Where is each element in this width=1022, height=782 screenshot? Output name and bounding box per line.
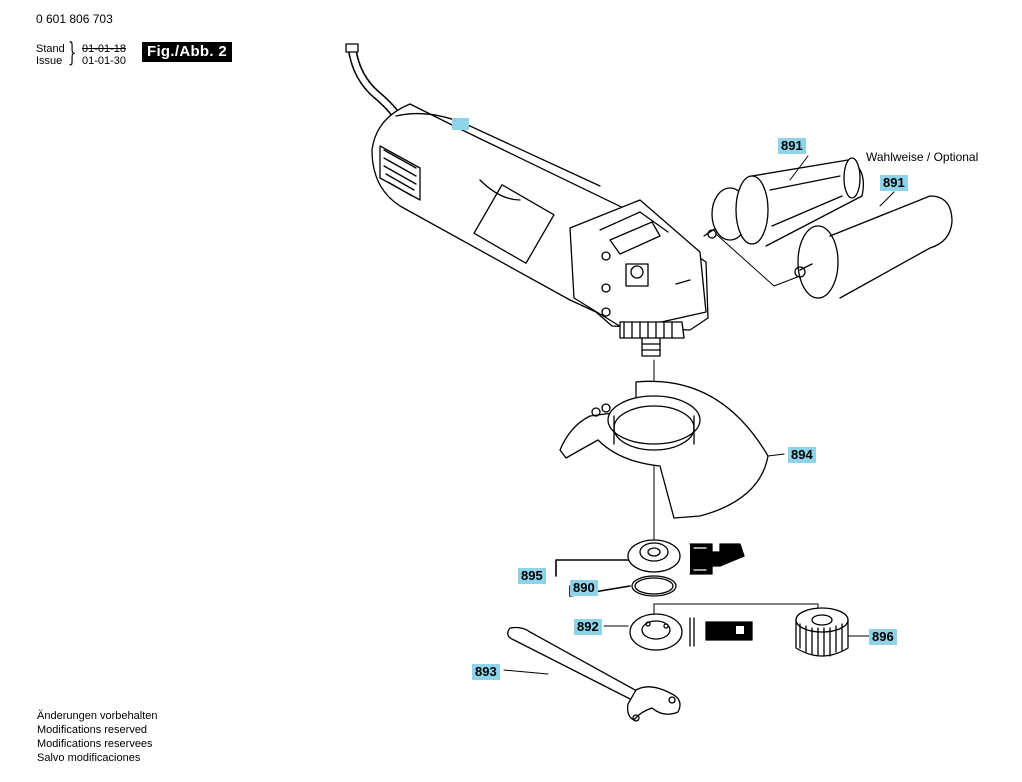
angle-grinder-body [371,103,709,357]
side-handle-a [703,157,865,247]
document-number: 0 601 806 703 [36,12,113,26]
nut-orientation-icon [689,617,753,647]
footer-line-es: Salvo modificaciones [37,752,141,764]
issue-date: 01-01-30 [82,55,127,67]
callout-894-guard: 894 [788,447,816,463]
footer-notice: Änderungen vorbehalten Modifications res… [37,709,157,765]
stand-date: 01-01-18 [82,43,127,55]
brace-glyph: } [68,38,77,68]
wheel-guard [559,380,785,519]
callout-891-handle-a: 891 [778,138,806,154]
callout-896-quick-nut: 896 [869,629,897,645]
stand-label: Stand [36,43,65,55]
stand-issue-labels: Stand Issue [36,43,65,67]
stand-issue-dates: 01-01-18 01-01-30 [82,43,126,67]
callout-891-handle-b: 891 [880,175,908,191]
callout-892-clamp-nut: 892 [574,619,602,635]
side-handle-b [794,195,953,299]
o-ring [631,575,677,597]
callout-890-o-ring: 890 [570,580,598,596]
quick-clamp-nut [795,607,849,657]
issue-label: Issue [36,55,63,67]
figure-label: Fig./Abb. 2 [142,42,232,62]
callout-895-flange: 895 [518,568,546,584]
spanner-wrench [507,626,681,722]
optional-note: Wahlweise / Optional [866,150,979,164]
backing-flange [627,539,681,573]
footer-line-fr: Modifications reservees [37,738,153,750]
footer-line-en: Modifications reserved [37,724,148,736]
flange-orientation-icon [689,543,745,575]
callout-893-spanner: 893 [472,664,500,680]
power-cord [345,43,403,123]
footer-line-de: Änderungen vorbehalten [37,710,158,722]
clamp-nut [629,613,683,651]
